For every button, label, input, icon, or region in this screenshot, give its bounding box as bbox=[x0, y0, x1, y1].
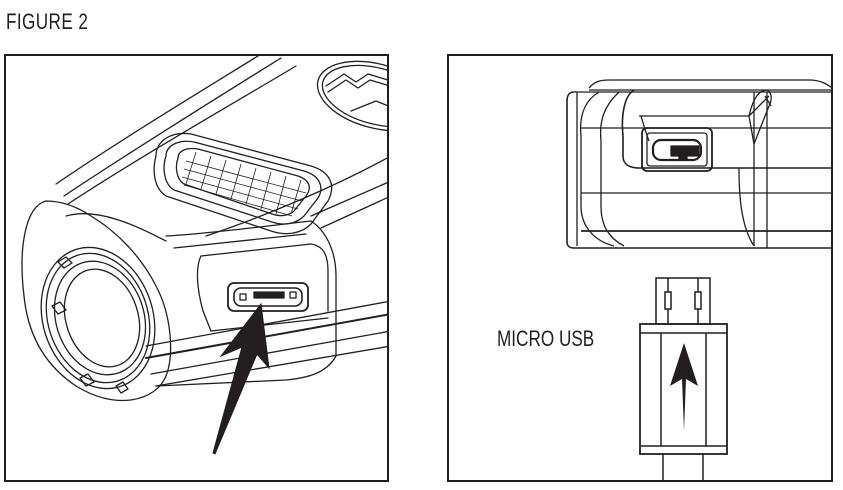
insert-direction-arrow-icon bbox=[670, 343, 698, 431]
camera-perspective-illustration bbox=[21, 56, 387, 455]
camera-perspective-panel bbox=[4, 54, 389, 482]
camera-side-illustration bbox=[566, 79, 831, 480]
micro-usb-label: MICRO USB bbox=[497, 326, 595, 351]
pointer-arrow-icon bbox=[212, 302, 270, 455]
camera-side-panel: MICRO USB bbox=[447, 54, 833, 482]
figure-title: FIGURE 2 bbox=[6, 9, 89, 34]
micro-usb-plug-icon bbox=[639, 277, 728, 480]
